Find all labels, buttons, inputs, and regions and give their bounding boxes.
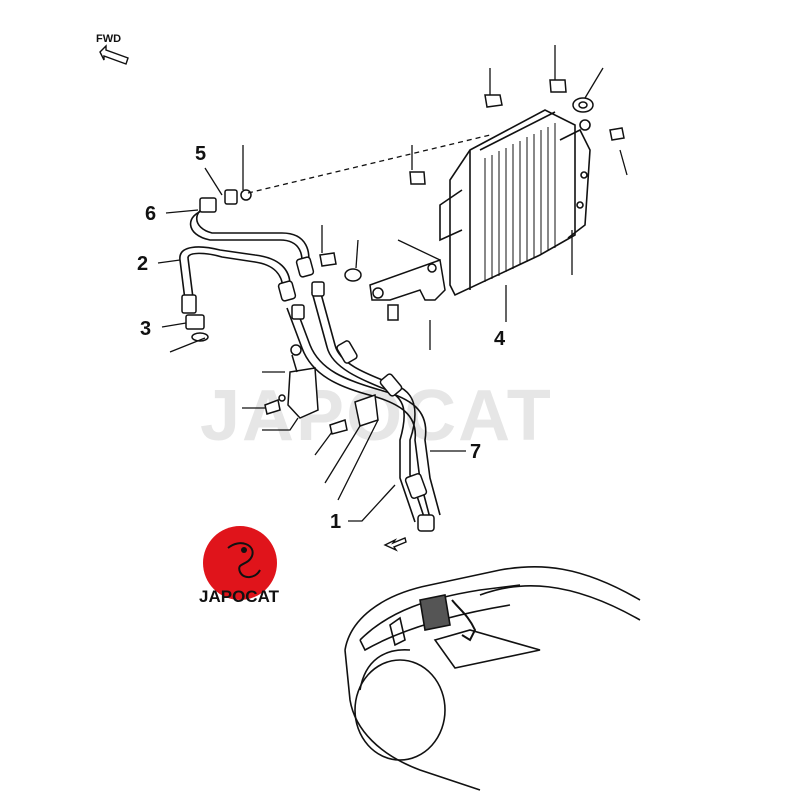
- leader-lines: [242, 45, 628, 350]
- callout-3: 3: [140, 318, 151, 340]
- callout-5: 5: [195, 143, 206, 165]
- forward-direction-indicator: FWD: [96, 33, 129, 65]
- mounting-bracket: [369, 258, 446, 301]
- direction-arrow-icon: [383, 537, 407, 552]
- callout-4: 4: [494, 328, 506, 350]
- cooler-pipes: [179, 204, 441, 523]
- callout-7: 7: [470, 441, 481, 463]
- pipe-fittings: [181, 189, 435, 532]
- cooler-fasteners: [240, 79, 625, 321]
- clamp-leader-lines: [169, 337, 379, 501]
- logo-text: JAPOCAT: [199, 587, 280, 606]
- japocat-logo: JAPOCAT: [199, 526, 280, 606]
- callout-2: 2: [137, 253, 148, 275]
- part-callouts: 5 6 2 3 4 7 1: [137, 143, 506, 533]
- fwd-label: FWD: [96, 33, 121, 45]
- pipe-clamps: [264, 344, 379, 435]
- car-location-illustration: [344, 565, 641, 791]
- callout-6: 6: [145, 203, 156, 225]
- callout-1: 1: [330, 511, 341, 533]
- forward-arrow-icon: [99, 44, 129, 65]
- oil-cooler-part-4: [439, 109, 591, 297]
